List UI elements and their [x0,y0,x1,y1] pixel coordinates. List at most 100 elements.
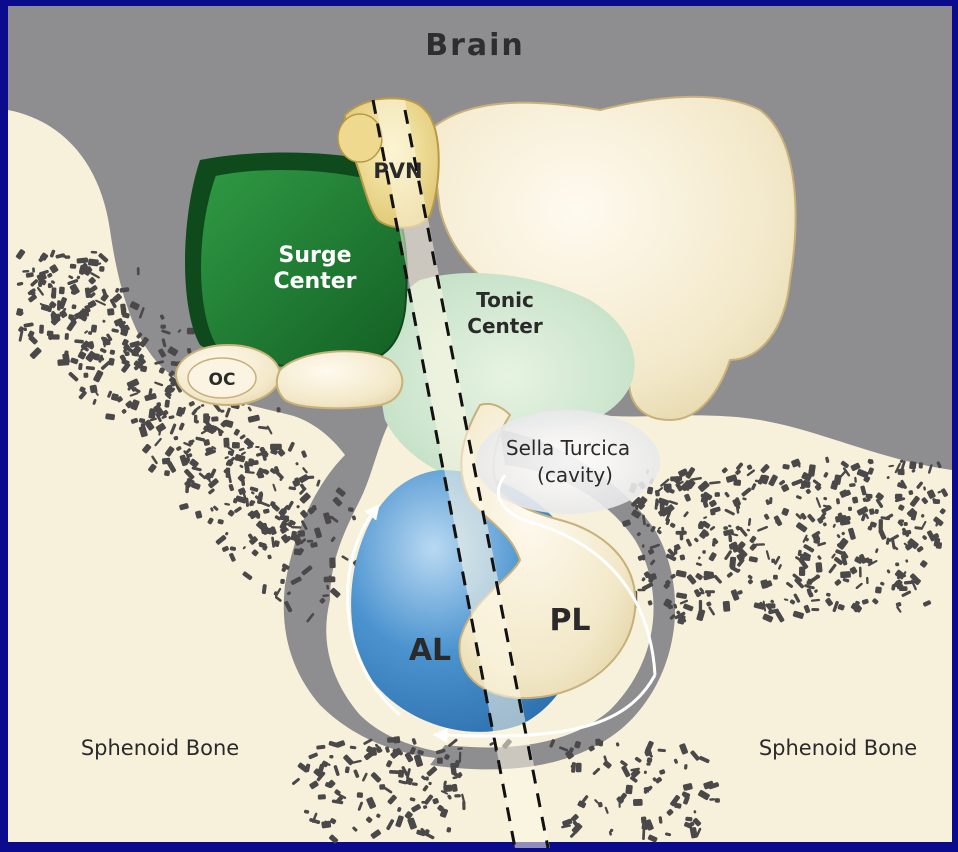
surge-center-label-line1: Surge [278,243,351,268]
bone-speckle [879,519,883,530]
bone-speckle [705,590,715,593]
bone-speckle [437,758,443,764]
bone-speckle [65,255,71,259]
bone-speckle [39,325,44,334]
bone-speckle [99,266,105,272]
bone-speckle [327,516,333,519]
bone-speckle [599,740,604,746]
bone-speckle [815,562,822,573]
bone-speckle [249,460,259,466]
bone-speckle [357,792,363,798]
bone-speckle [633,799,643,806]
bone-speckle [329,558,336,569]
bone-speckle [909,461,917,469]
bone-speckle [685,817,692,822]
bone-speckle [642,829,645,840]
bone-speckle [698,523,703,529]
bone-speckle [294,548,301,555]
bone-speckle [728,535,732,543]
bone-speckle [107,308,115,316]
bone-speckle [48,307,51,312]
bone-speckle [51,287,56,298]
bone-speckle [807,581,813,585]
sella-turcica-label-line2: (cavity) [537,463,613,487]
bone-speckle [767,603,775,608]
bone-speckle [576,763,582,773]
bone-speckle [276,407,280,412]
bone-speckle [637,589,645,591]
bone-speckle [696,592,705,595]
bone-speckle [211,416,219,421]
bone-speckle [137,267,140,275]
bone-speckle [866,577,869,584]
bone-speckle [141,423,145,429]
tonic-center-label-line1: Tonic [476,288,534,312]
anterior-lobe-label: AL [409,633,451,668]
bone-speckle [59,287,65,295]
bone-speckle [162,458,171,465]
bone-speckle [875,586,882,593]
bone-speckle [723,526,728,530]
bone-speckle [226,468,231,478]
bone-speckle [22,270,29,273]
brain-label: Brain [425,28,525,63]
bone-speckle [83,373,88,378]
bone-speckle [625,785,633,795]
bone-speckle [307,540,313,543]
bone-speckle [899,586,908,591]
bone-speckle [859,567,862,578]
surge-center-label-line2: Center [273,269,356,294]
bone-speckle [715,492,721,497]
bone-speckle [70,264,77,269]
bone-speckle [65,333,69,340]
tonic-center-label-line2: Center [467,314,543,338]
bone-speckle [898,519,904,522]
bone-speckle [263,528,267,535]
bone-speckle [729,557,736,569]
bone-speckle [773,575,778,580]
bone-speckle [324,576,336,582]
bone-speckle [933,499,940,504]
bone-speckle [89,385,97,394]
bone-speckle [733,479,741,486]
bone-speckle [425,776,429,780]
bone-speckle [232,442,240,449]
bone-speckle [291,526,301,529]
sella-turcica-label-line1: Sella Turcica [506,436,630,460]
sphenoid-bone-left-label: Sphenoid Bone [81,736,239,760]
bone-speckle [160,325,166,329]
bone-speckle [318,794,326,800]
bone-speckle [646,762,650,765]
bone-speckle [194,415,198,423]
tan-lobe-lower [277,351,403,408]
pvn-label: PVN [373,159,422,183]
bone-speckle [715,798,720,803]
sella-turcica-cavity [476,410,660,514]
bone-speckle [459,752,462,763]
bone-speckle [811,608,819,611]
posterior-lobe-label: PL [549,603,590,638]
bone-speckle [329,755,333,759]
bone-speckle [57,359,69,366]
bone-speckle [57,300,61,310]
bone-speckle [207,448,213,453]
bone-speckle [280,579,285,584]
bone-speckle [71,304,76,309]
bone-speckle [47,331,54,337]
bone-speckle [676,531,687,535]
bone-speckle [619,801,621,808]
bone-speckle [919,462,923,468]
sphenoid-bone-right-label: Sphenoid Bone [759,736,917,760]
bone-speckle [848,507,852,512]
bone-speckle [644,771,647,774]
bone-speckle [663,483,671,490]
bone-speckle [936,542,943,549]
bone-speckle [904,522,908,526]
bone-speckle [387,737,395,743]
bone-speckle [771,559,775,564]
bone-speckle [91,324,97,332]
bone-speckle [634,513,641,517]
bone-speckle [454,794,461,797]
